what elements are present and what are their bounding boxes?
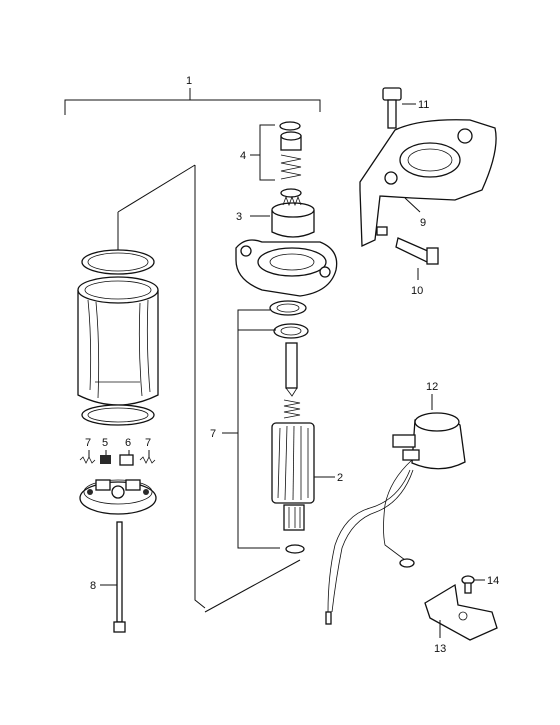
callout-label-3: 3 — [236, 211, 242, 223]
screw-15 — [461, 575, 485, 594]
callout-label-10: 9 — [420, 217, 426, 229]
brush-springs: 7 5 6 7 — [79, 437, 156, 466]
pinion-group — [250, 121, 315, 238]
bolt-12 — [382, 87, 416, 129]
callout-label-1: 1 — [186, 75, 192, 87]
armature — [271, 342, 335, 554]
callout-label-2: 2 — [337, 472, 343, 484]
brush-holder-plate — [79, 479, 157, 515]
callout-label-12: 11 — [418, 99, 429, 111]
callout-label-8: 7 — [210, 428, 216, 440]
mount-bracket — [359, 119, 497, 247]
o-ring-bottom — [81, 404, 155, 426]
washer-set — [222, 300, 309, 549]
callout-label-15: 14 — [487, 575, 499, 587]
o-ring-top — [81, 249, 155, 275]
callout-label-7b: 7 — [145, 437, 151, 449]
yoke-housing — [77, 276, 159, 406]
cover-bracket — [424, 583, 498, 641]
callout-label-6: 6 — [125, 437, 131, 449]
solenoid-leads — [325, 459, 415, 625]
callout-label-7a: 7 — [85, 437, 91, 449]
assembly-bracket-1 — [64, 88, 321, 115]
bolt-11 — [395, 237, 439, 280]
callout-label-5: 5 — [102, 437, 108, 449]
callout-label-13: 12 — [426, 381, 438, 393]
guide-lines-left — [117, 164, 301, 613]
through-bolt — [100, 521, 126, 633]
callout-label-9: 8 — [90, 580, 96, 592]
callout-label-14: 13 — [434, 643, 446, 655]
solenoid — [392, 394, 466, 470]
drive-end-frame — [235, 239, 338, 297]
callout-label-4: 4 — [240, 150, 246, 162]
callout-label-11: 10 — [411, 285, 423, 297]
